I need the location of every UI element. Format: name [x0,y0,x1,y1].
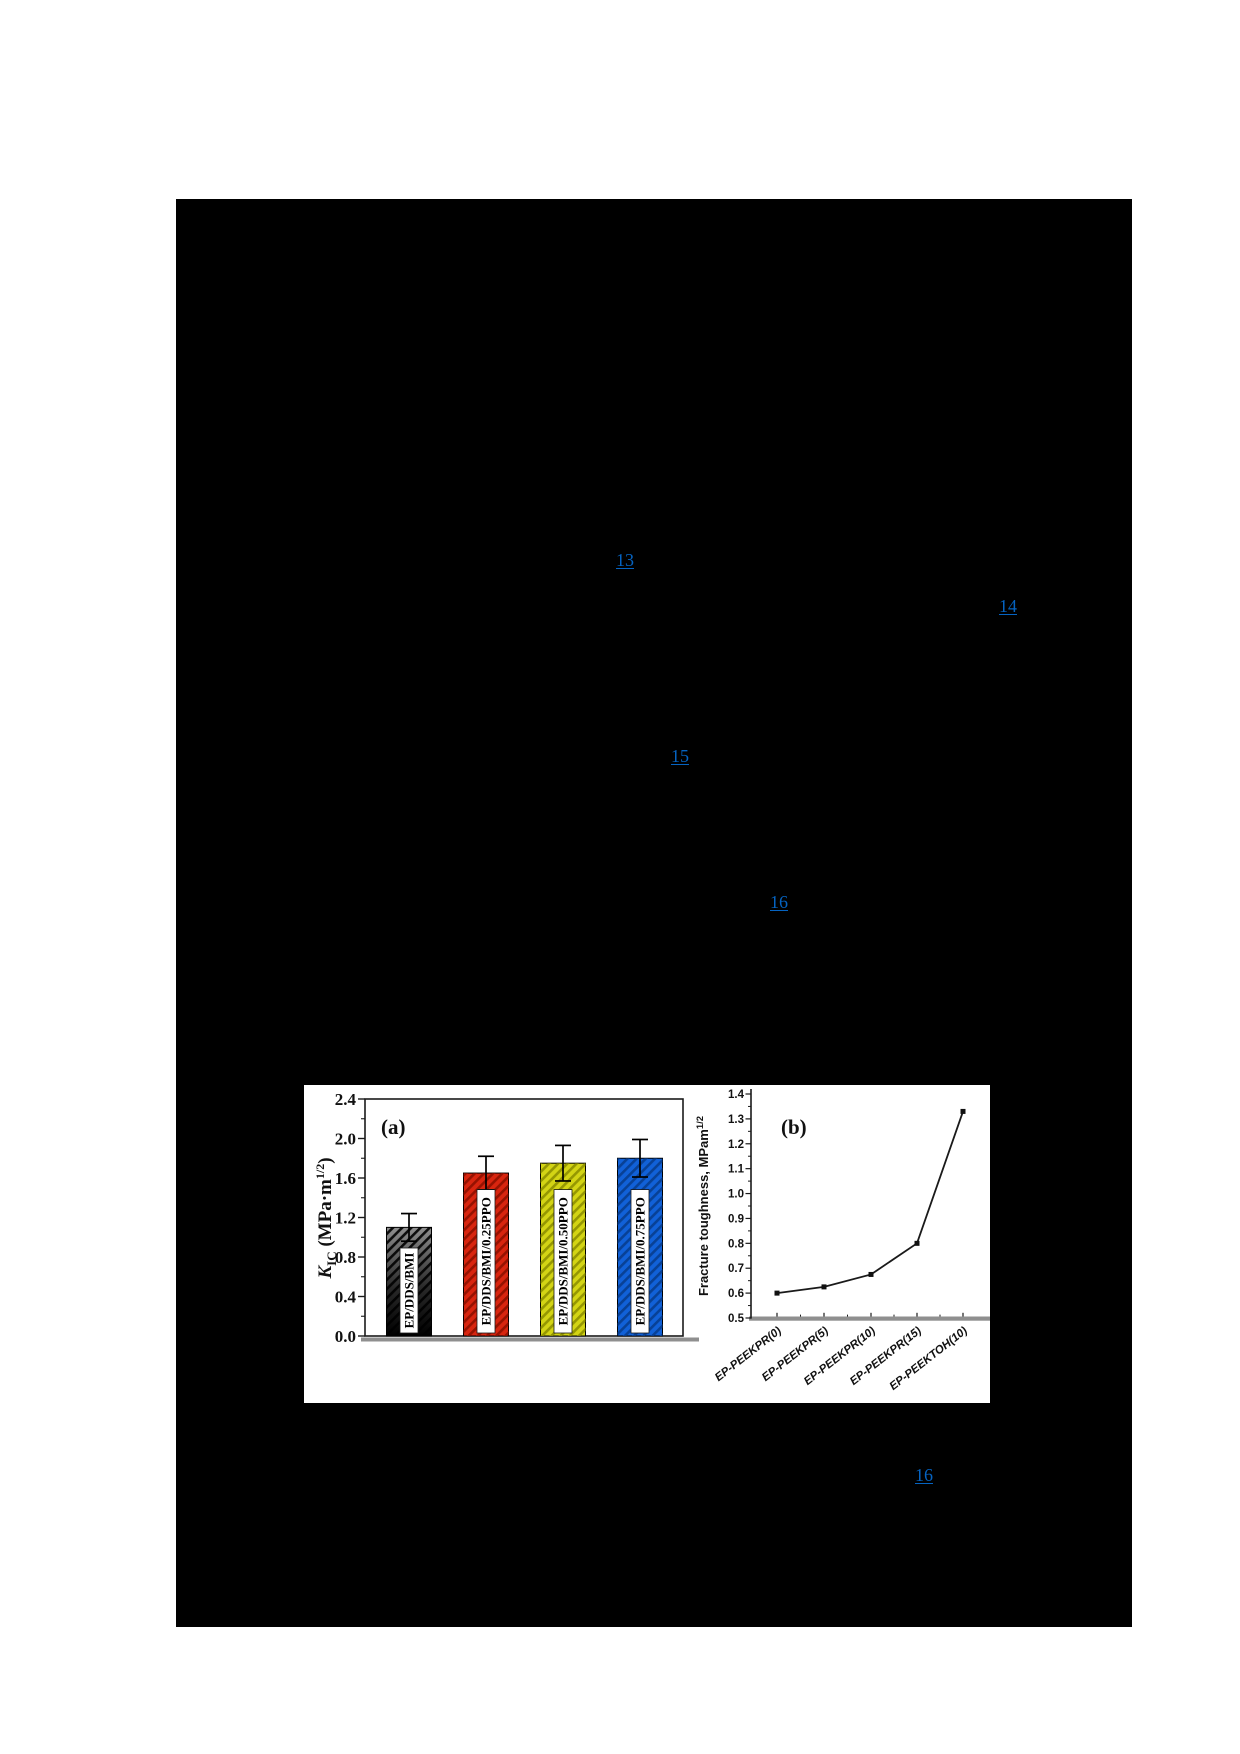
error-bar [401,1212,417,1243]
data-point-marker [914,1240,920,1246]
bar-label: EP/DDS/BMI/0.75PPO [633,1197,648,1325]
bars-group: EP/DDS/BMI EP/DDS/BMI/0.25PPO EP/DDS/BMI/0… [386,1138,663,1337]
bar-label-box [553,1189,573,1334]
reference-link-16-bottom[interactable]: 16 [915,1465,933,1485]
error-bar [555,1144,571,1182]
data-point-marker [868,1271,874,1277]
bar-label: EP/DDS/BMI/0.50PPO [556,1197,571,1325]
svg-text:2.4: 2.4 [335,1090,357,1109]
svg-text:0.8: 0.8 [728,1238,745,1250]
bar-label: EP/DDS/BMI [402,1253,417,1329]
data-point-marker [960,1108,966,1114]
bar-label-box [476,1189,496,1334]
bar-chart-y-ticks: 0.0 0.4 0.8 1.2 1.6 2.0 2.4 [335,1090,365,1346]
svg-text:1.6: 1.6 [335,1169,356,1188]
svg-text:1.0: 1.0 [728,1189,744,1201]
svg-text:1.2: 1.2 [728,1139,744,1151]
bar-chart-y-axis-label: KIC (MPa·m1/2) [313,1157,339,1279]
line-chart-b: 0.5 0.6 0.7 0.8 0.9 1.0 1.1 1.2 1.3 1.4EP-PEEKPR(… [695,1089,990,1393]
svg-text:2.0: 2.0 [335,1130,356,1149]
line-chart-y-ticks: 0.5 0.6 0.7 0.8 0.9 1.0 1.1 1.2 1.3 1.4 [728,1089,751,1325]
line-chart-x-ticks [776,1312,964,1317]
reference-link-15[interactable]: 15 [671,746,689,766]
bar-label: EP/DDS/BMI/0.25PPO [479,1197,494,1325]
svg-text:0.6: 0.6 [728,1288,744,1300]
panel-label-a: (a) [381,1115,406,1139]
svg-text:1.4: 1.4 [728,1089,745,1101]
bar-label-box [399,1247,419,1334]
svg-text:1.1: 1.1 [728,1164,745,1176]
data-point-marker [821,1284,827,1290]
svg-text:EP-PEEKTOH(10): EP-PEEKTOH(10) [888,1325,970,1393]
bar-chart-baseline [361,1337,699,1342]
reference-link-16[interactable]: 16 [770,892,788,912]
svg-text:1.3: 1.3 [728,1114,744,1126]
svg-text:0.7: 0.7 [728,1263,744,1275]
line-chart-x-labels: EP-PEEKPR(0)EP-PEEKPR(5)EP-PEEKPR(10)EP-… [713,1325,970,1393]
reference-link-13[interactable]: 13 [616,550,634,570]
svg-text:0.9: 0.9 [728,1213,744,1225]
svg-text:0.5: 0.5 [728,1313,745,1325]
panel-label-b: (b) [781,1115,807,1139]
data-point-marker [774,1290,780,1296]
svg-text:1.2: 1.2 [335,1209,356,1228]
error-bar [632,1138,648,1178]
svg-text:0.4: 0.4 [335,1288,357,1307]
bar-label-box [630,1189,650,1334]
line-chart-y-axis-label: Fracture toughness, MPam1/2 [695,1116,711,1296]
svg-text:0.8: 0.8 [335,1248,356,1267]
svg-text:0.0: 0.0 [335,1327,356,1346]
reference-link-14[interactable]: 14 [999,596,1017,616]
line-chart-x-axis [749,1316,990,1321]
